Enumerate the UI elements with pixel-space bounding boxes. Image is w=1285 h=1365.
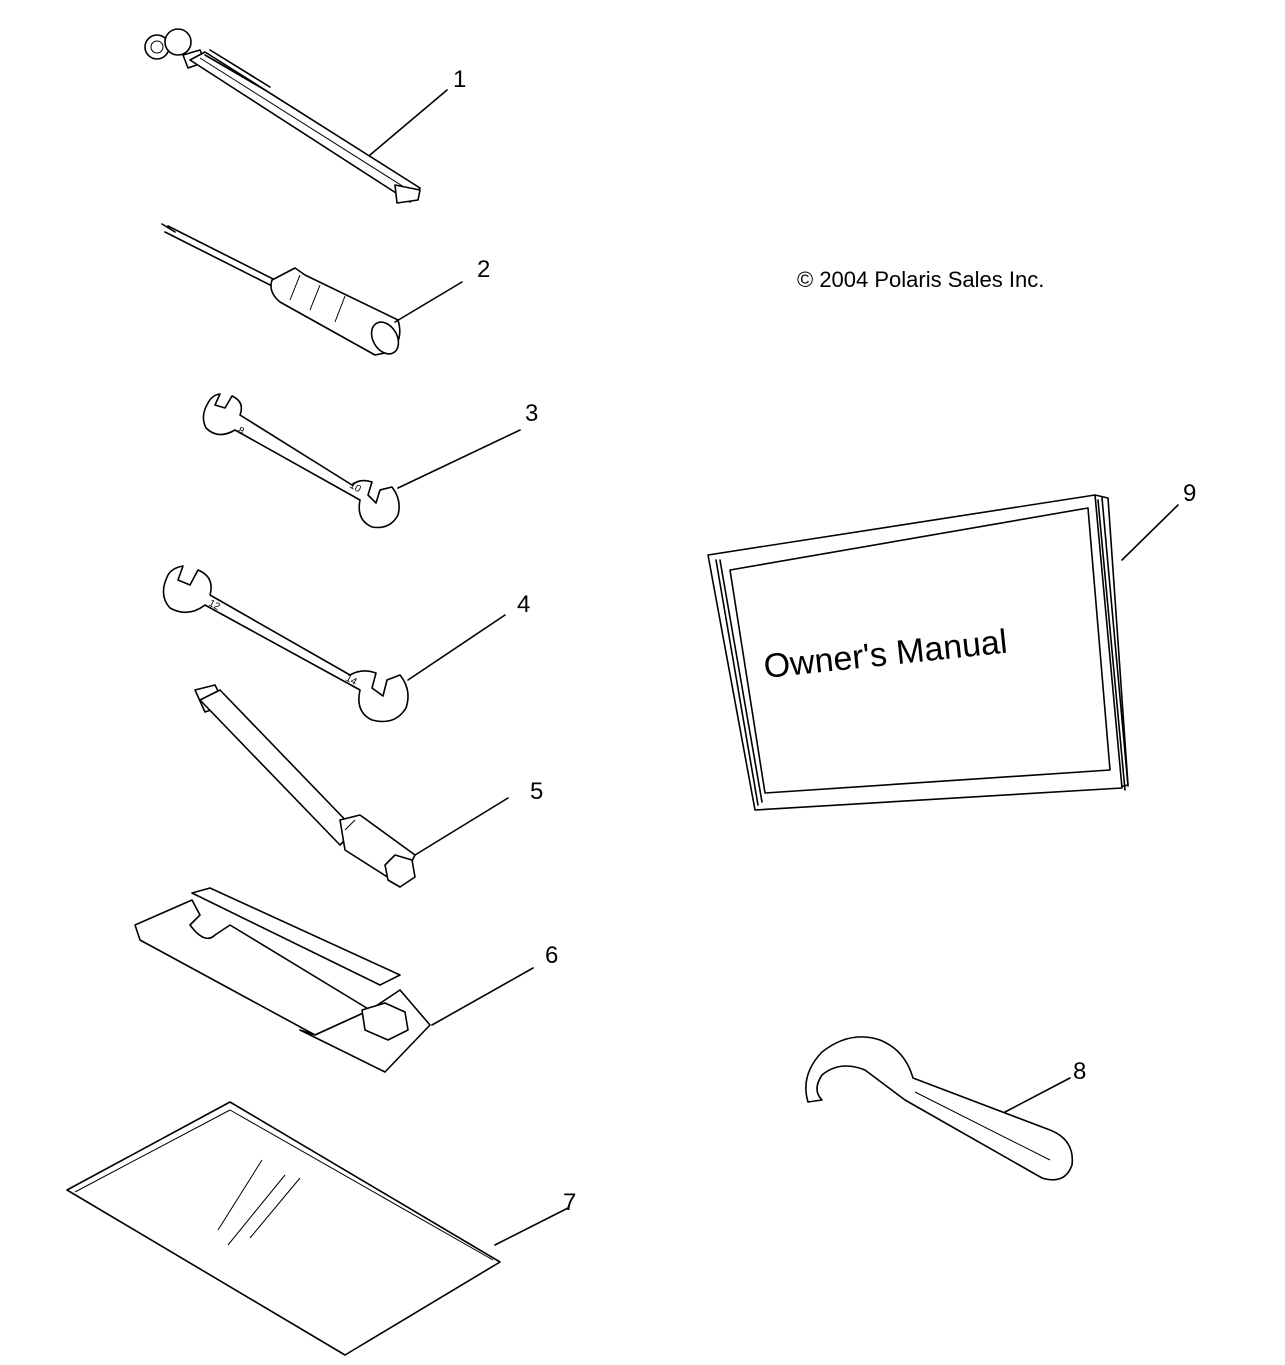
callout-2: 2	[477, 256, 490, 283]
leader-line-3	[397, 429, 521, 489]
leader-line-5	[414, 797, 509, 856]
spanner-wrench-drawing	[805, 1036, 1074, 1181]
leader-line-1	[369, 89, 448, 156]
tire-pressure-gauge-drawing	[144, 28, 421, 204]
tool-bag-drawing	[66, 1101, 501, 1356]
leader-line-7	[494, 1207, 569, 1246]
callout-4: 4	[517, 591, 530, 618]
owners-manual-drawing: Owner's Manual	[707, 494, 1129, 811]
tool-holder-bracket-drawing	[134, 887, 431, 1073]
leader-line-8	[1004, 1077, 1071, 1113]
callout-8: 8	[1073, 1058, 1086, 1085]
spark-plug-socket-drawing	[194, 684, 416, 888]
callout-7: 7	[563, 1189, 576, 1216]
wrench-4-marking-bottom: 14	[344, 673, 359, 688]
copyright-text: © 2004 Polaris Sales Inc.	[797, 267, 1044, 292]
leader-line-4	[407, 614, 506, 681]
leader-line-6	[431, 967, 534, 1026]
screwdriver-drawing	[161, 223, 401, 356]
wrench-4-marking-top: 12	[207, 598, 222, 613]
callout-6: 6	[545, 942, 558, 969]
callout-3: 3	[525, 400, 538, 427]
wrench-12-14-drawing: 12 14	[162, 565, 409, 723]
wrench-3-marking-top: 8	[236, 425, 247, 438]
callout-5: 5	[530, 778, 543, 805]
callout-9: 9	[1183, 480, 1196, 507]
wrench-3-marking-bottom: 10	[348, 480, 364, 495]
leader-line-9	[1121, 504, 1179, 561]
wrench-8-10-drawing: 8 10	[202, 393, 400, 529]
callout-1: 1	[453, 66, 466, 93]
leader-line-2	[394, 281, 463, 323]
